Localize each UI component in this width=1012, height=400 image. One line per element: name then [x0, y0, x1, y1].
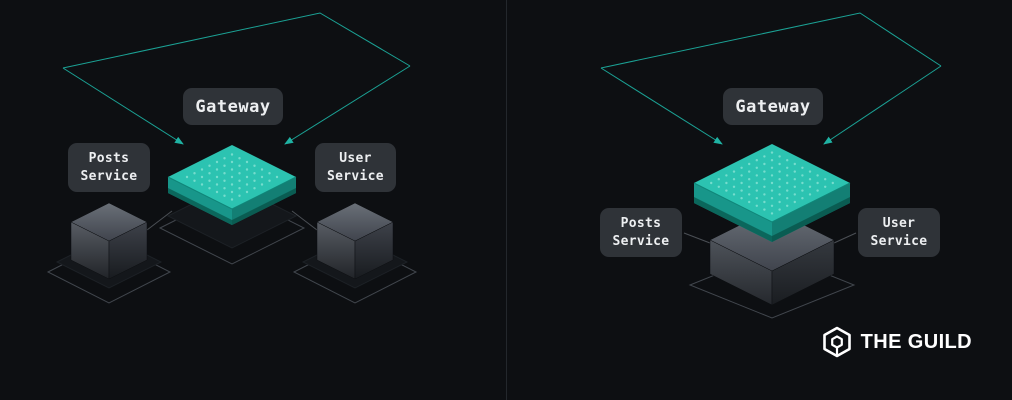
right-diagram — [600, 12, 942, 319]
posts-service-label-right: Posts Service — [600, 208, 682, 257]
gateway-label-left: Gateway — [183, 88, 283, 125]
guild-hexagon-icon — [822, 326, 851, 358]
the-guild-logo-text: THE GUILD — [860, 331, 972, 353]
the-guild-logo: THE GUILD — [822, 326, 972, 358]
request-flow-left — [62, 12, 411, 145]
service-connectors-left — [146, 210, 318, 231]
posts-service-cube — [70, 202, 148, 280]
posts-service-label-left: Posts Service — [68, 143, 150, 192]
gateway-dot-grid-right — [710, 151, 834, 215]
gateway-platform-right — [693, 144, 851, 242]
gateway-dot-grid-left — [185, 153, 279, 201]
gateway-platform-left — [167, 145, 297, 225]
user-service-cube — [316, 202, 394, 280]
gateway-label-right: Gateway — [723, 88, 823, 125]
user-service-label-left: User Service — [315, 143, 396, 192]
request-flow-right — [600, 12, 942, 145]
service-connectors-right — [683, 232, 857, 244]
user-service-label-right: User Service — [858, 208, 940, 257]
left-diagram — [46, 12, 418, 304]
panel-divider — [506, 0, 507, 400]
